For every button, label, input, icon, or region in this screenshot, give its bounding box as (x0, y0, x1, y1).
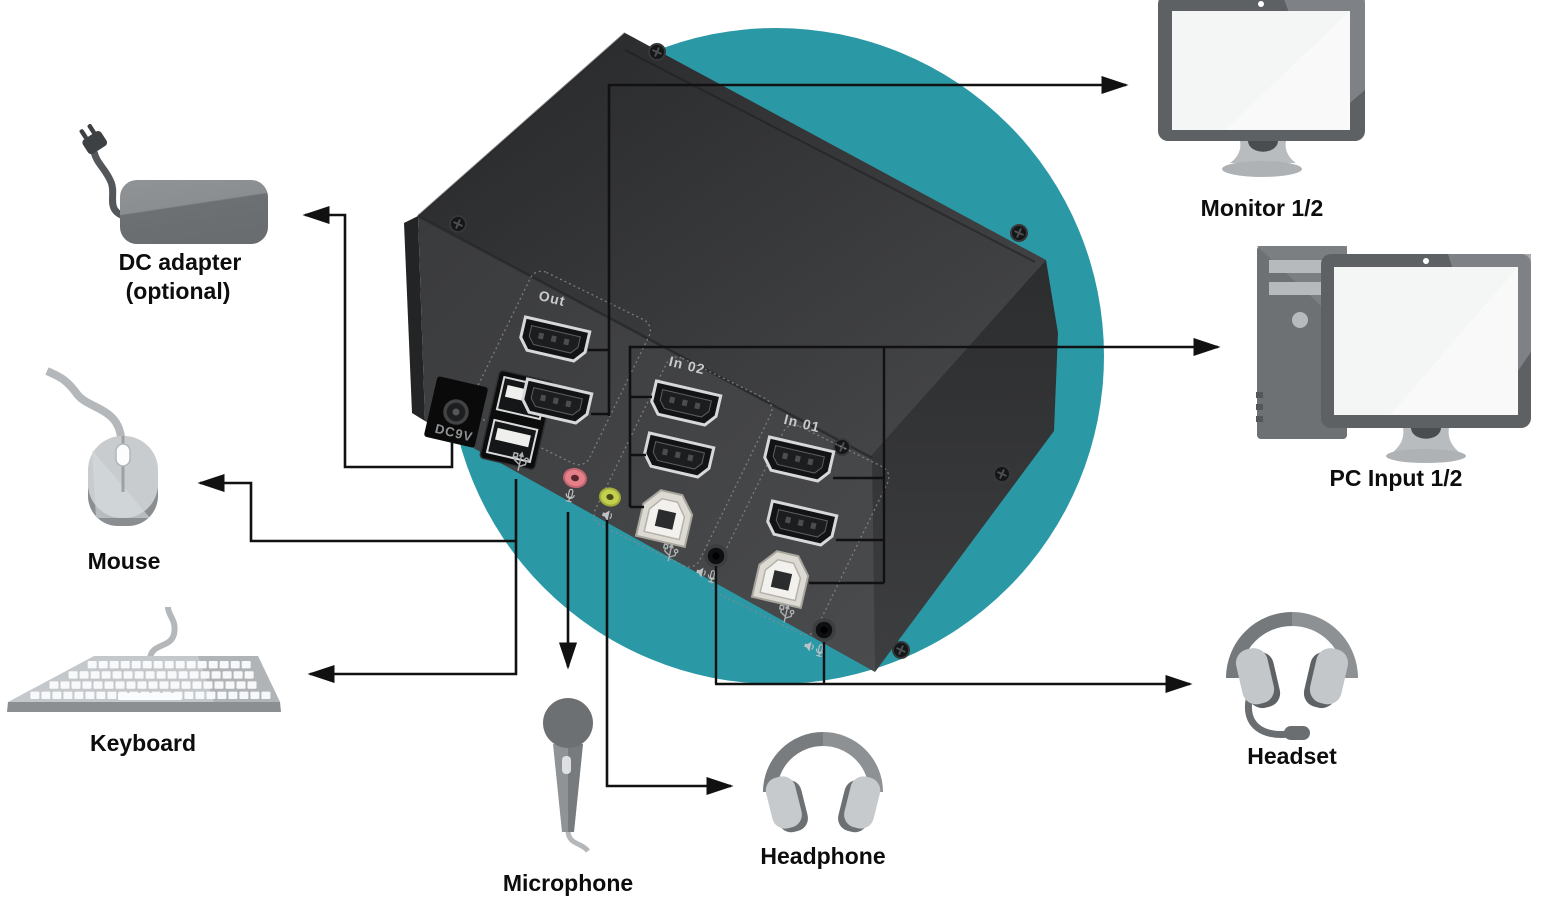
headset-icon (1226, 612, 1358, 740)
monitor-connection-line (607, 75, 1129, 416)
kvm-switch-device: Out In 02 In 01 DC9V (404, 32, 1058, 672)
headphone-label: Headphone (760, 843, 885, 869)
monitor-label: Monitor 1/2 (1201, 195, 1324, 221)
keyboard-connection-line (307, 479, 518, 684)
microphone-icon (543, 698, 593, 853)
dc-power-jack-icon (424, 376, 488, 448)
mic-jack-icon (563, 467, 587, 489)
pc-monitor-icon (1321, 254, 1531, 463)
device-top-face (418, 33, 1046, 458)
keyboard-icon (7, 606, 281, 712)
device-right-face (869, 260, 1058, 672)
microphone-label: Microphone (503, 870, 633, 896)
headphone-icon (763, 732, 883, 833)
pc-label: PC Input 1/2 (1330, 465, 1463, 491)
mouse-icon (45, 367, 158, 526)
monitor-line-stubs (588, 348, 609, 416)
connection-lines (197, 75, 1221, 796)
in01-section-outline (710, 424, 890, 636)
dc-adapter-label-line2: (optional) (126, 278, 231, 304)
dc-adapter-label-line1: DC adapter (119, 249, 242, 275)
mouse-connection-line (197, 473, 516, 543)
dc-adapter-icon (79, 124, 268, 244)
headset-label: Headset (1247, 743, 1337, 769)
pc-in02-stubs (630, 395, 652, 509)
headphone-connection-line (605, 520, 734, 796)
headphone-jack-icon (599, 487, 621, 507)
pc-in01-stubs (809, 347, 886, 585)
out-section-label: Out (537, 287, 567, 309)
mouse-label: Mouse (88, 548, 161, 574)
headset-line-stubs (714, 566, 826, 684)
pc-connection-line (628, 337, 1221, 507)
monitor-icon (1158, 0, 1365, 177)
keyboard-label: Keyboard (90, 730, 196, 756)
in02-section-outline (593, 356, 773, 568)
dc-adapter-connection-line (302, 205, 454, 469)
